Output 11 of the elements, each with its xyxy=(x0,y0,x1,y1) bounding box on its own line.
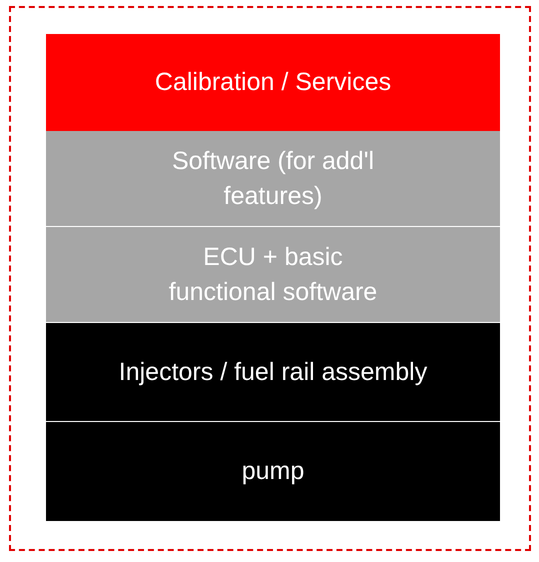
layer-band xyxy=(46,131,500,226)
layer-band xyxy=(46,227,500,322)
layer-label: ECU + basic functional software xyxy=(168,242,378,308)
layer-band xyxy=(46,34,500,131)
dashed-frame xyxy=(9,6,531,551)
layer-label: pump xyxy=(242,456,304,487)
layer-label: Injectors / fuel rail assembly xyxy=(118,356,428,388)
layer-band xyxy=(46,422,500,521)
layer-label: Software (for add'l features) xyxy=(170,146,376,212)
layer-label: Calibration / Services xyxy=(154,67,392,98)
layer-band xyxy=(46,323,500,421)
